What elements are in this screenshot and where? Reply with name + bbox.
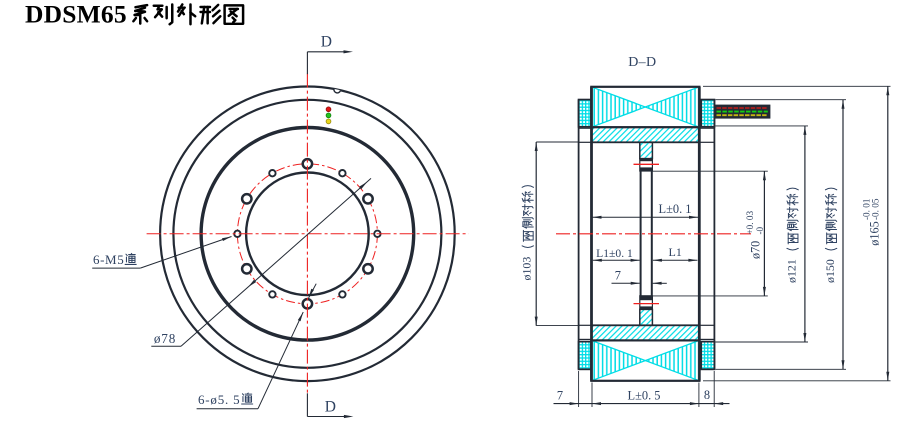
svg-text:-0: -0 bbox=[755, 226, 765, 234]
svg-text:D: D bbox=[321, 34, 332, 51]
svg-text:DDSM65: DDSM65 bbox=[25, 0, 127, 29]
svg-text:-0. 05: -0. 05 bbox=[870, 198, 880, 220]
svg-text:D–D: D–D bbox=[628, 55, 656, 70]
svg-text:L1±0. 1: L1±0. 1 bbox=[596, 247, 633, 260]
svg-text:7: 7 bbox=[557, 389, 563, 403]
svg-text:8: 8 bbox=[704, 388, 710, 402]
svg-text:ø103: ø103 bbox=[520, 257, 534, 281]
svg-text:+0. 03: +0. 03 bbox=[745, 211, 755, 235]
svg-text:6-ø5. 5: 6-ø5. 5 bbox=[198, 392, 240, 407]
svg-text:L1: L1 bbox=[669, 245, 682, 259]
svg-text:ø121: ø121 bbox=[784, 259, 798, 283]
svg-text:ø70: ø70 bbox=[748, 241, 762, 259]
svg-text:L±0. 1: L±0. 1 bbox=[659, 202, 692, 216]
svg-text:6-M5: 6-M5 bbox=[93, 252, 124, 267]
svg-text:ø165: ø165 bbox=[868, 221, 882, 245]
svg-text:7: 7 bbox=[615, 269, 621, 283]
svg-text:ø78: ø78 bbox=[154, 331, 176, 346]
svg-text:D: D bbox=[325, 398, 336, 415]
svg-text:-0. 01: -0. 01 bbox=[861, 198, 871, 220]
svg-text:ø150: ø150 bbox=[823, 259, 837, 283]
svg-text:L±0. 5: L±0. 5 bbox=[628, 389, 661, 403]
